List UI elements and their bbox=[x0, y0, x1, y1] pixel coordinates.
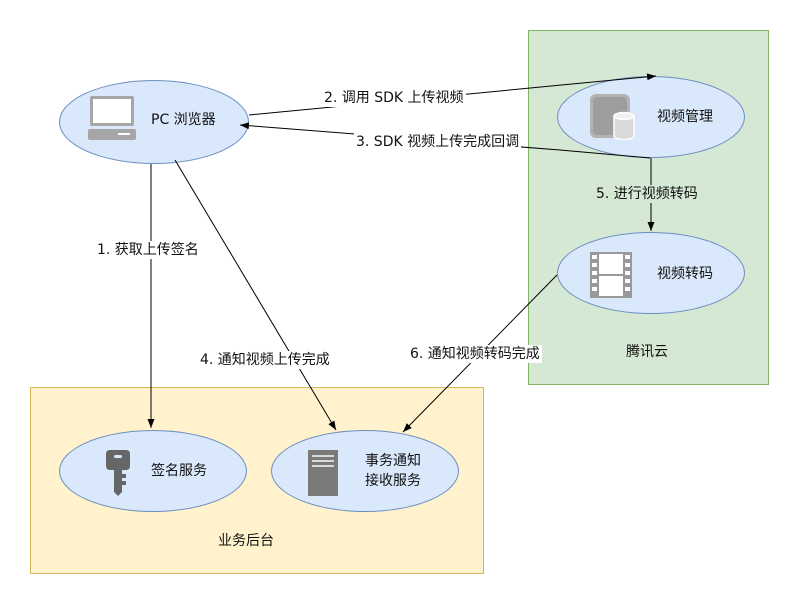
business-backend-label: 业务后台 bbox=[218, 533, 274, 549]
video-management-label: 视频管理 bbox=[657, 109, 713, 125]
edge-1-label: 1. 获取上传签名 bbox=[95, 241, 201, 259]
edge-4-label: 4. 通知视频上传完成 bbox=[198, 351, 332, 369]
edge-5-label: 5. 进行视频转码 bbox=[594, 185, 700, 203]
key-icon bbox=[106, 450, 130, 496]
video-management-node bbox=[557, 76, 745, 158]
signature-service-node bbox=[59, 430, 247, 512]
storage-icon bbox=[590, 94, 635, 140]
edge-6-label: 6. 通知视频转码完成 bbox=[408, 345, 542, 363]
event-notify-service-label-line2: 接收服务 bbox=[365, 473, 421, 489]
tencent-cloud-label: 腾讯云 bbox=[626, 344, 668, 360]
edge-3-line bbox=[239, 122, 651, 159]
video-transcode-label: 视频转码 bbox=[657, 266, 713, 282]
computer-icon bbox=[88, 96, 136, 140]
edge-2-label: 2. 调用 SDK 上传视频 bbox=[322, 89, 466, 107]
signature-service-label: 签名服务 bbox=[151, 463, 207, 479]
server-icon bbox=[308, 450, 338, 496]
edge-3-label: 3. SDK 视频上传完成回调 bbox=[354, 133, 522, 151]
event-notify-service-label-line1: 事务通知 bbox=[365, 453, 421, 469]
pc-browser-label: PC 浏览器 bbox=[151, 112, 216, 128]
video-transcode-node bbox=[557, 232, 745, 314]
film-icon bbox=[590, 252, 632, 298]
event-notify-service-node bbox=[271, 430, 459, 512]
edge-4-line bbox=[174, 159, 337, 431]
